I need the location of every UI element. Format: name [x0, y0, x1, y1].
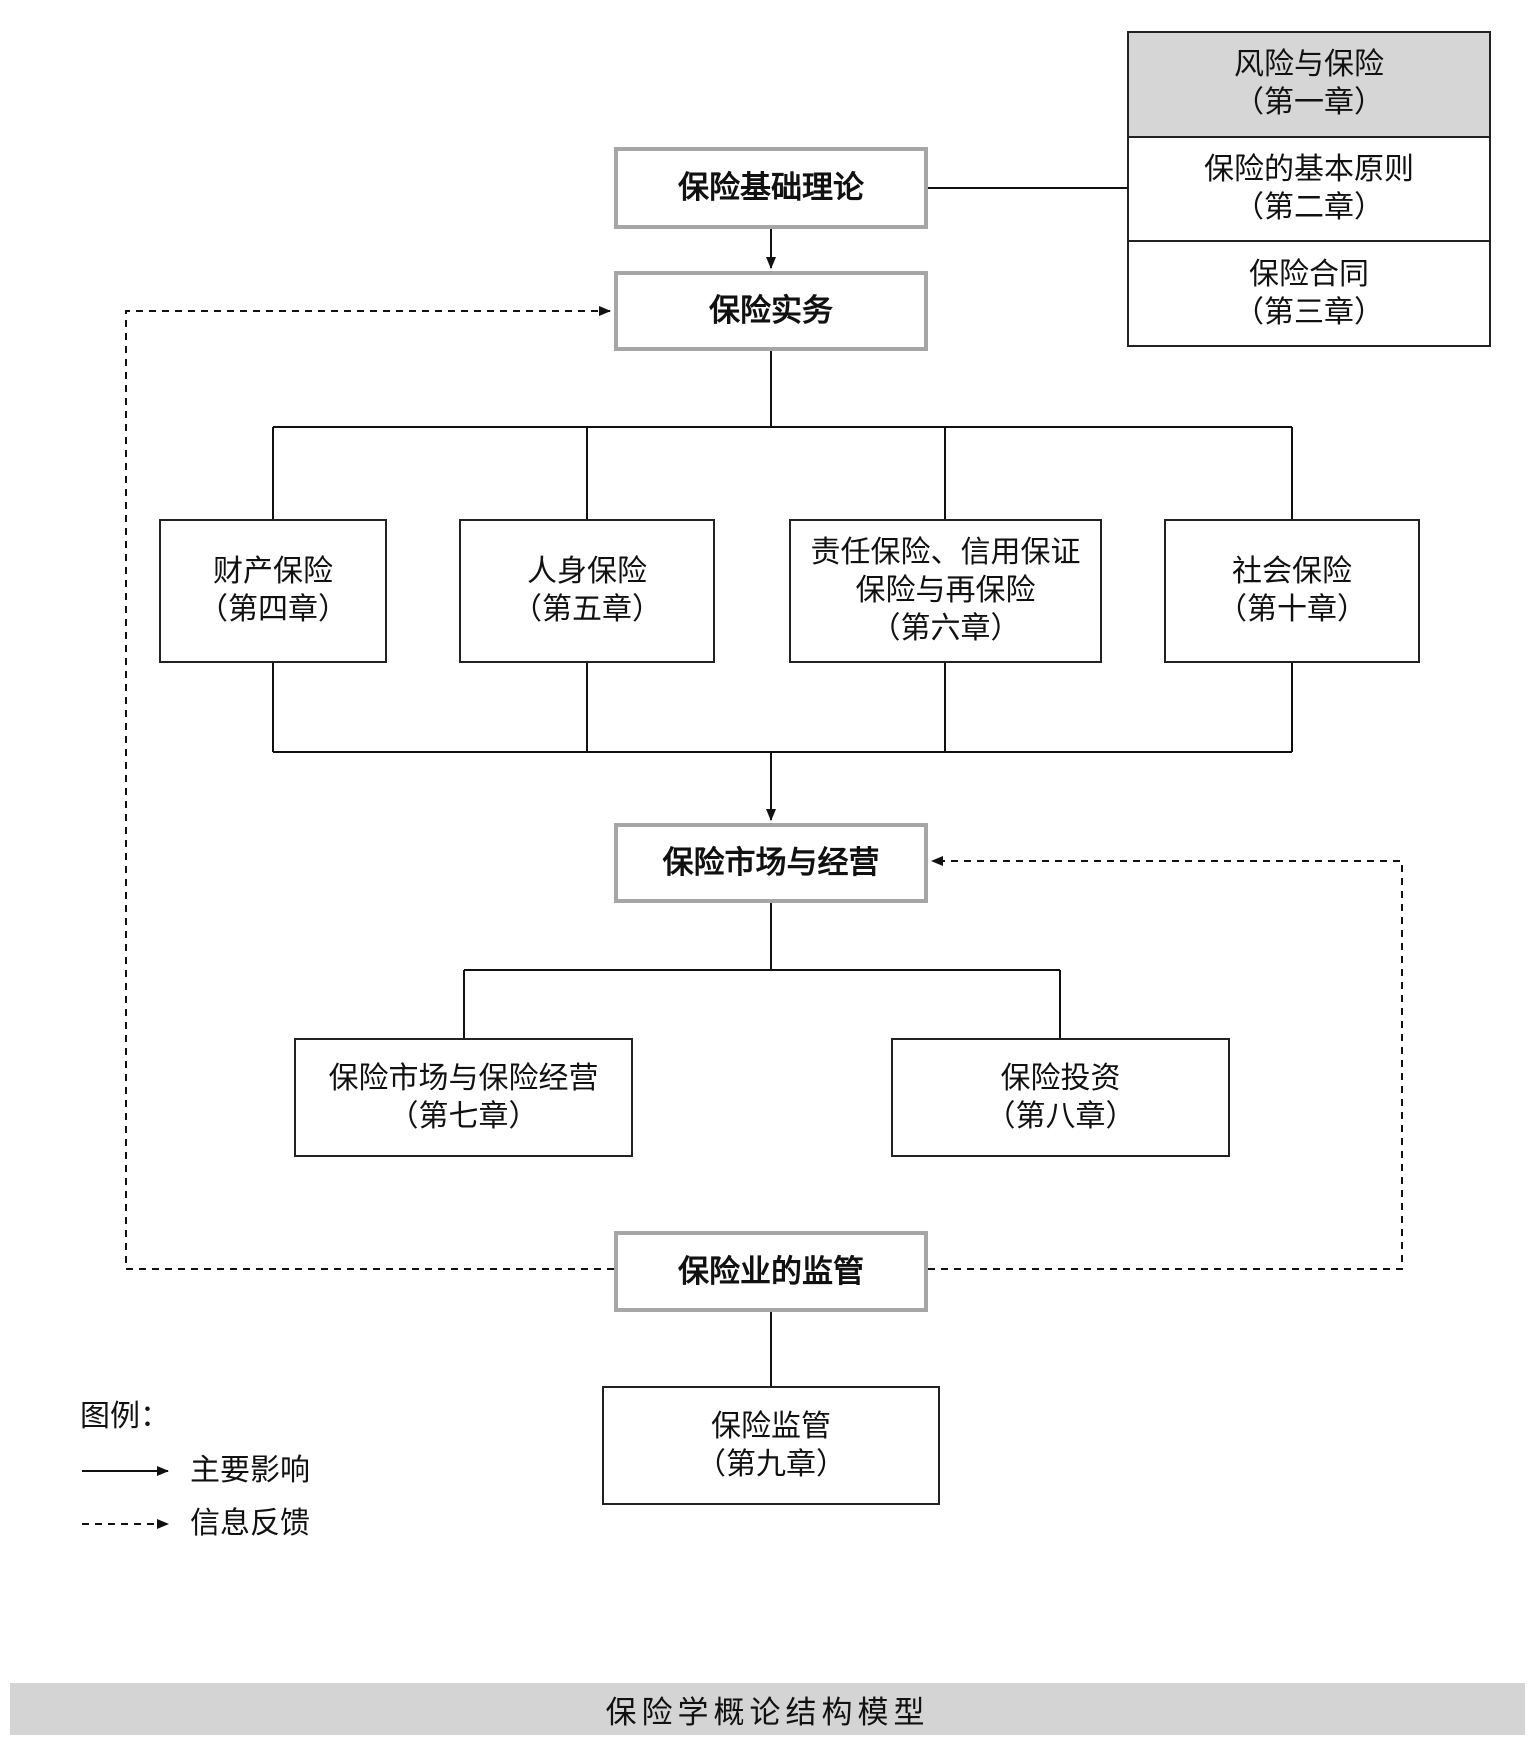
legend-title: 图例： [80, 1399, 170, 1434]
node-supervision: 保险业的监管 [614, 1231, 928, 1312]
chapter-personal-line-1: 人身保险 [527, 554, 647, 589]
theory-cell-2: 保险的基本原则 （第二章） [1129, 135, 1489, 241]
feedback-supervision-practice [125, 306, 614, 1270]
node-market-title: 保险市场与经营 [662, 845, 880, 881]
chapter-social-line-1: 社会保险 [1232, 554, 1352, 589]
theory-cell-3-line-1: 保险合同 [1249, 256, 1369, 292]
chapter-box-property: 财产保险 （第四章） [159, 519, 387, 663]
chapter-investment-line-1: 保险投资 [1000, 1060, 1121, 1096]
chapter-box-liability: 责任保险、信用保证 保险与再保险 （第六章） [789, 519, 1102, 663]
theory-chapter-stack: 风险与保险 （第一章） 保险的基本原则 （第二章） 保险合同 （第三章） [1127, 31, 1491, 347]
chapter-box-market-ops: 保险市场与保险经营 （第七章） [294, 1038, 633, 1157]
chapter-liability-line-3: （第六章） [870, 611, 1021, 646]
chapter-box-social: 社会保险 （第十章） [1164, 519, 1420, 663]
chapter-market-ops-line-1: 保险市场与保险经营 [328, 1060, 599, 1096]
node-practice-title: 保险实务 [709, 293, 833, 329]
chapter-social-line-2: （第十章） [1217, 592, 1367, 627]
figure-caption-text: 保险学概论结构模型 [605, 1694, 930, 1731]
feedback-supervision-market [928, 856, 1403, 1270]
figure-caption: 保险学概论结构模型 [10, 1683, 1525, 1735]
chapter-box-personal: 人身保险 （第五章） [459, 519, 715, 663]
theory-cell-1: 风险与保险 （第一章） [1129, 33, 1489, 136]
legend-solid-label: 主要影响 [190, 1453, 310, 1488]
theory-cell-2-line-1: 保险的基本原则 [1204, 152, 1414, 187]
chapter-liability-line-2: 保险与再保险 [855, 573, 1036, 608]
chapter-property-line-1: 财产保险 [213, 554, 333, 589]
theory-cell-3: 保险合同 （第三章） [1129, 240, 1489, 346]
theory-cell-1-line-1: 风险与保险 [1234, 47, 1384, 83]
chapter-property-line-2: （第四章） [198, 592, 348, 627]
node-supervision-title: 保险业的监管 [678, 1253, 864, 1290]
node-market: 保险市场与经营 [614, 823, 928, 903]
legend-dashed-label: 信息反馈 [190, 1506, 310, 1541]
chapter-personal-line-2: （第五章） [512, 592, 662, 627]
chapter-market-ops-line-2: （第七章） [388, 1098, 539, 1134]
theory-cell-1-line-2: （第一章） [1234, 85, 1384, 121]
chapter-supervision-line-2: （第九章） [696, 1446, 846, 1482]
chapter-investment-line-2: （第八章） [985, 1098, 1136, 1134]
chapter-supervision-line-1: 保险监管 [711, 1408, 831, 1444]
chapter-box-supervision: 保险监管 （第九章） [602, 1386, 940, 1505]
node-foundation-title: 保险基础理论 [678, 170, 864, 206]
theory-cell-3-line-2: （第三章） [1234, 294, 1384, 330]
node-practice: 保险实务 [614, 271, 928, 351]
chapter-box-investment: 保险投资 （第八章） [891, 1038, 1230, 1157]
theory-cell-2-line-2: （第二章） [1234, 190, 1384, 225]
chapter-liability-line-1: 责任保险、信用保证 [810, 535, 1081, 570]
node-foundation: 保险基础理论 [614, 147, 928, 229]
